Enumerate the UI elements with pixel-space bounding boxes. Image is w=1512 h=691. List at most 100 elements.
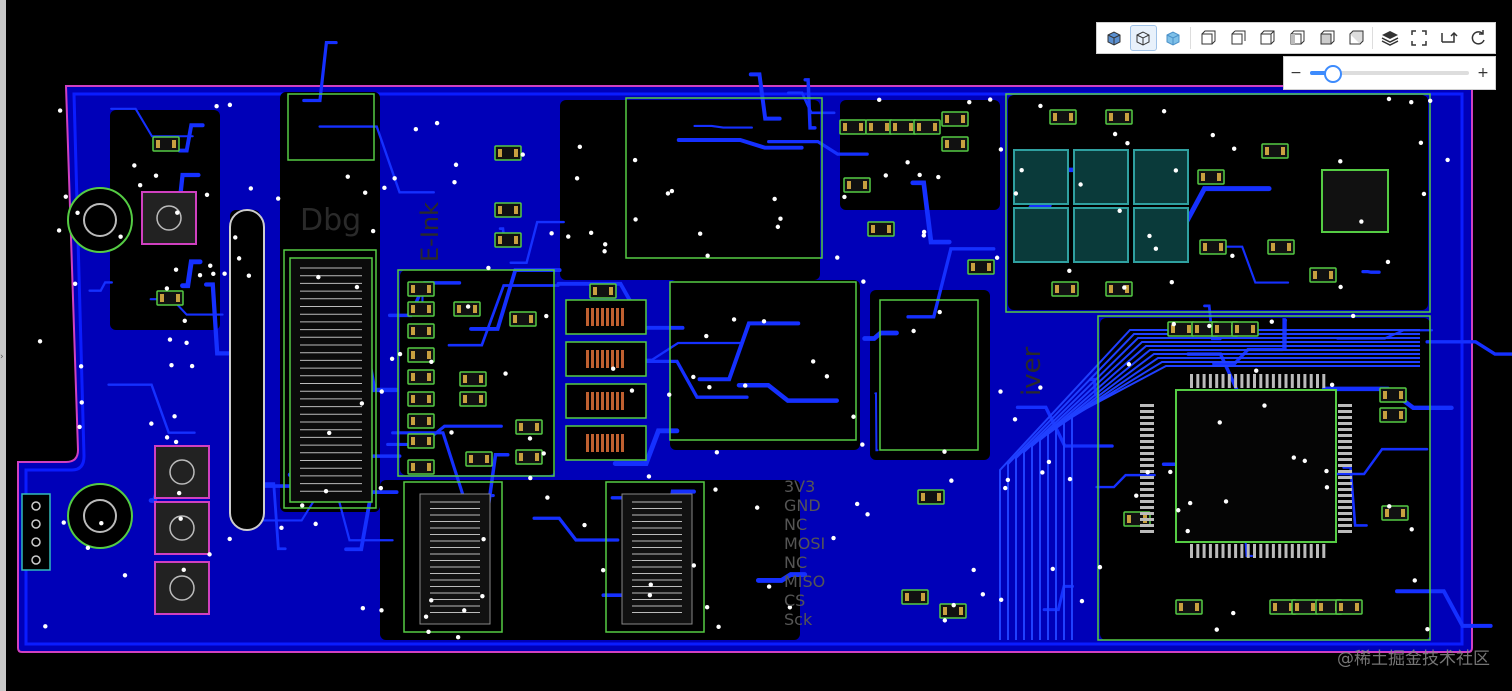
pad: [596, 308, 599, 326]
pad: [457, 305, 461, 313]
via: [766, 584, 772, 589]
silkscreen-outline: [397, 269, 555, 477]
zoom-out-button[interactable]: −: [1290, 65, 1302, 81]
mosfet: [1133, 207, 1189, 263]
view-bottom-button[interactable]: [1223, 25, 1251, 51]
zoom-in-button[interactable]: +: [1477, 65, 1489, 81]
component-void: [870, 290, 990, 460]
pad: [596, 434, 599, 452]
tactile-button-ring: [169, 515, 195, 541]
trace: [697, 321, 801, 382]
pad: [847, 181, 851, 189]
reset-rotation-button[interactable]: [1465, 25, 1493, 51]
mcu-pin: [1316, 374, 1319, 388]
view-left-button[interactable]: [1253, 25, 1281, 51]
via: [528, 475, 533, 481]
mcu-pin: [1140, 404, 1154, 407]
mcu-pin: [1140, 482, 1154, 485]
via: [1427, 98, 1433, 103]
via: [600, 567, 606, 573]
view-3d-shaded-icon: [1166, 31, 1180, 46]
via: [851, 414, 856, 419]
via: [122, 573, 128, 578]
view-back-icon: [1349, 30, 1364, 45]
pad: [473, 305, 477, 313]
pad: [621, 392, 624, 410]
via: [149, 421, 154, 426]
rotate-flip-button[interactable]: [1435, 25, 1463, 51]
pad: [943, 607, 947, 615]
pad: [933, 123, 937, 131]
via: [164, 286, 170, 291]
zoom-slider-thumb[interactable]: [1324, 65, 1343, 83]
via: [1412, 578, 1417, 583]
tactile-button: [154, 501, 210, 555]
view-top-button[interactable]: [1194, 25, 1222, 51]
via: [707, 385, 712, 390]
layers-button[interactable]: [1376, 25, 1404, 51]
mcu-pin: [1338, 524, 1352, 527]
via: [1173, 168, 1179, 173]
mcu-pin: [1140, 428, 1154, 431]
via: [921, 233, 927, 238]
pad: [1251, 325, 1255, 333]
via: [691, 374, 696, 380]
via: [423, 614, 429, 619]
via: [980, 592, 986, 597]
mcu-pin: [1140, 422, 1154, 425]
via: [172, 414, 177, 419]
zoom-slider[interactable]: [1310, 65, 1469, 83]
pad: [885, 123, 889, 131]
mosfet: [1013, 149, 1069, 205]
via: [936, 174, 941, 180]
pad: [1339, 603, 1343, 611]
silkscreen-outline: [403, 481, 503, 633]
silkscreen-outline: [287, 93, 375, 161]
pad: [427, 437, 431, 445]
view-back-button[interactable]: [1341, 25, 1369, 51]
silkscreen-outline: [1005, 93, 1431, 313]
via: [602, 249, 607, 254]
via: [204, 192, 210, 197]
trace-bus: [1063, 361, 1420, 640]
view-3d-shaded-button[interactable]: [1159, 25, 1187, 51]
silkscreen-outline: [1097, 315, 1431, 641]
slot-cutout: [229, 209, 265, 531]
view-right-button[interactable]: [1282, 25, 1310, 51]
via: [132, 163, 137, 168]
view-top-icon: [1201, 30, 1216, 45]
view-3d-outline-button[interactable]: [1129, 25, 1158, 51]
trace: [906, 247, 996, 319]
via: [379, 389, 384, 394]
via: [566, 234, 571, 239]
silk-label: MOSI: [784, 534, 825, 553]
mcu-pin: [1140, 500, 1154, 503]
pad: [611, 434, 614, 452]
via: [1350, 313, 1356, 319]
view-3d-solid-button[interactable]: [1100, 25, 1128, 51]
via: [175, 210, 180, 215]
via: [227, 102, 233, 108]
via: [665, 191, 671, 196]
view-front-button[interactable]: [1312, 25, 1340, 51]
via: [905, 160, 910, 165]
trace: [1221, 245, 1290, 284]
mcu-pin: [1215, 374, 1219, 388]
fullscreen-button[interactable]: [1405, 25, 1433, 51]
left-panel-edge[interactable]: ›: [0, 0, 6, 691]
pad: [427, 327, 431, 335]
pad: [591, 434, 594, 452]
trace-bus: [1039, 349, 1420, 640]
silk-label-driver: iver: [1017, 346, 1047, 396]
via: [787, 605, 793, 610]
pad: [514, 149, 518, 157]
pad: [427, 305, 431, 313]
trace: [612, 428, 680, 466]
pad: [959, 607, 963, 615]
via: [1012, 417, 1018, 422]
mcu-chip: [1175, 389, 1337, 543]
via: [57, 108, 63, 113]
pad: [469, 455, 473, 463]
